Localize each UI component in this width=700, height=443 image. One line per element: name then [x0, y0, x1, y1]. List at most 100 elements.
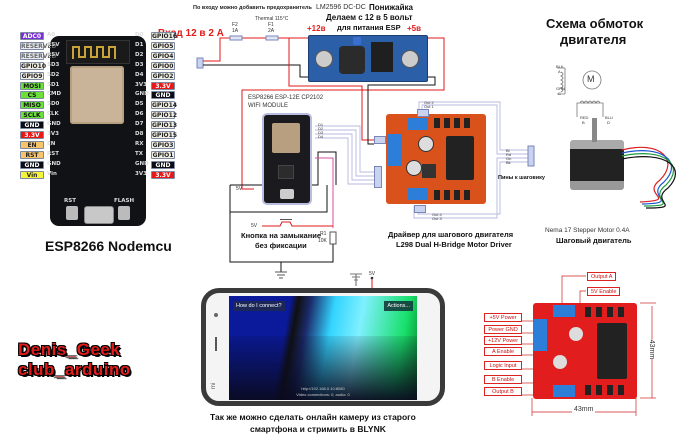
usb-port	[84, 206, 114, 224]
photo-cap-1	[569, 327, 583, 341]
dimension-horizontal: 43mm	[572, 406, 596, 413]
cap-1	[418, 136, 434, 152]
push-button[interactable]	[280, 219, 292, 224]
esp-module-title-1: ESP8266 ESP-12E CP2102	[248, 95, 324, 101]
coil-letter-label: A	[558, 69, 561, 74]
connector-pin-label: Gn	[506, 156, 512, 161]
actions-button[interactable]: Actions...	[384, 301, 413, 311]
pin-tag-left: SCLK	[20, 111, 44, 120]
esp-pin-label: D2	[318, 126, 324, 131]
rst-button[interactable]	[66, 206, 78, 220]
pin-tag-left: GND	[20, 160, 44, 169]
pin-name-right: D5	[135, 101, 144, 108]
esp-module-title-2: WIFI MODULE	[248, 103, 288, 109]
trim-pot[interactable]	[353, 37, 361, 45]
flash-button[interactable]	[118, 206, 130, 220]
converter-desc-2: для питания ESP	[337, 23, 401, 32]
pin-name-left: RSV	[47, 41, 60, 48]
pin-tag-left: CS	[20, 91, 44, 100]
driver-out-label: Out 2	[424, 100, 434, 105]
pin-tag-left: GPIO9	[20, 71, 44, 80]
l298-heatsink	[446, 136, 474, 180]
wifi-antenna	[66, 40, 130, 64]
terminal-out-a	[408, 118, 428, 130]
pin-tag-right: GPIO16	[151, 32, 178, 40]
pin-name-right: RX	[135, 140, 144, 147]
pin-name-left: Vin	[47, 170, 57, 177]
pin-tag-right: 3.3V	[151, 170, 175, 179]
esp-shield	[70, 66, 124, 124]
board-label: Output B	[484, 387, 522, 396]
esp-pin-label: D4	[318, 134, 324, 139]
how-to-connect-button[interactable]: How do I connect?	[233, 301, 285, 311]
board-label: +5V Power	[484, 313, 522, 322]
wire-button	[262, 221, 333, 227]
fuse-f1	[265, 35, 279, 41]
motor-title-2: двигателя	[560, 32, 627, 47]
esp-chip	[272, 123, 300, 153]
esp-ic	[278, 165, 294, 179]
terminal-power	[388, 134, 402, 166]
pin-name-left: SD2	[47, 71, 60, 78]
pin-tag-right: GND	[151, 91, 175, 100]
coil-letter-label: B	[582, 120, 585, 125]
phone-supply-label: 5V	[369, 271, 376, 277]
phone-caption-1: Так же можно сделать онлайн камеру из ст…	[210, 412, 416, 422]
watermark-line-2: club_arduino	[18, 360, 131, 379]
pin-name-right: D2	[135, 51, 144, 58]
pin-header	[417, 109, 429, 117]
board-label: B Enable	[484, 375, 522, 384]
capacitor-left	[315, 50, 333, 68]
pin-name-left: 3V3	[47, 131, 59, 137]
capacitor-right	[401, 50, 419, 68]
pin-name-left: RSV	[47, 51, 60, 58]
pin-name-right: 3V3	[135, 81, 147, 88]
label-output-a: Output A	[587, 272, 617, 281]
pin-tag-left: GPIO10	[20, 61, 47, 70]
wire-12v	[203, 37, 312, 62]
pin-tag-left: 3.3V	[20, 131, 44, 139]
pin-tag-right: GPIO1	[151, 150, 175, 159]
esp-usb	[280, 189, 294, 199]
in-voltage-label: +12в	[307, 24, 326, 33]
coil-letter-label: C	[558, 91, 561, 96]
pin-name-left: GND	[47, 160, 61, 167]
pin-tag-left: GND	[20, 121, 44, 130]
pin-tag-right: GND	[151, 160, 175, 169]
pin-name-right: D4	[135, 71, 144, 78]
motor-wires	[621, 146, 676, 209]
converter-desc-1: Делаем с 12 в 5 вольт	[326, 13, 413, 22]
pin-tag-left: Vin	[20, 170, 44, 179]
pin-name-left: CLK	[47, 111, 59, 118]
input-connector	[196, 57, 204, 69]
terminal-out-b	[408, 188, 428, 200]
converter-name: LM2596 DC-DC	[316, 4, 366, 11]
pin-tag-left: RESERVED	[20, 41, 57, 50]
coil-letter-label: D	[607, 120, 610, 125]
out-voltage-label: +5в	[407, 24, 422, 33]
pin-tag-right: GPIO2	[151, 71, 175, 80]
pin-name-left: GND	[47, 121, 61, 128]
inductor	[339, 46, 365, 74]
pin-tag-left: RST	[20, 150, 44, 159]
photo-terminal-a	[553, 305, 575, 317]
smartphone: How do I connect? Actions... http://192.…	[201, 288, 445, 406]
pin-header	[374, 166, 382, 188]
pin-tag-left: MISO	[20, 101, 44, 110]
pin-name-left: SD3	[47, 61, 60, 68]
photo-diodes-top	[585, 307, 629, 317]
pin-name-left: SD1	[47, 81, 60, 88]
esp-module	[262, 113, 312, 205]
coil-wire-label: BLK	[556, 64, 564, 69]
driver-out-label: Out 3	[432, 216, 442, 221]
pin-name-right: D7	[135, 121, 144, 128]
wire-gnd-in	[203, 64, 312, 78]
regulator-chip	[371, 42, 393, 72]
pin-tag-right: GPIO5	[151, 41, 175, 50]
phone-caption-2: смартфона и стримить в BLYNK	[250, 424, 386, 434]
dcdc-converter	[308, 35, 428, 82]
stream-url: http://192.168.0.10:8080	[301, 386, 345, 391]
fuse-note: По входу можно добавить предохранитель	[193, 5, 312, 11]
wire-loop	[229, 185, 328, 213]
driver-caption-1: Драйвер для шагового двигателя	[388, 230, 514, 239]
